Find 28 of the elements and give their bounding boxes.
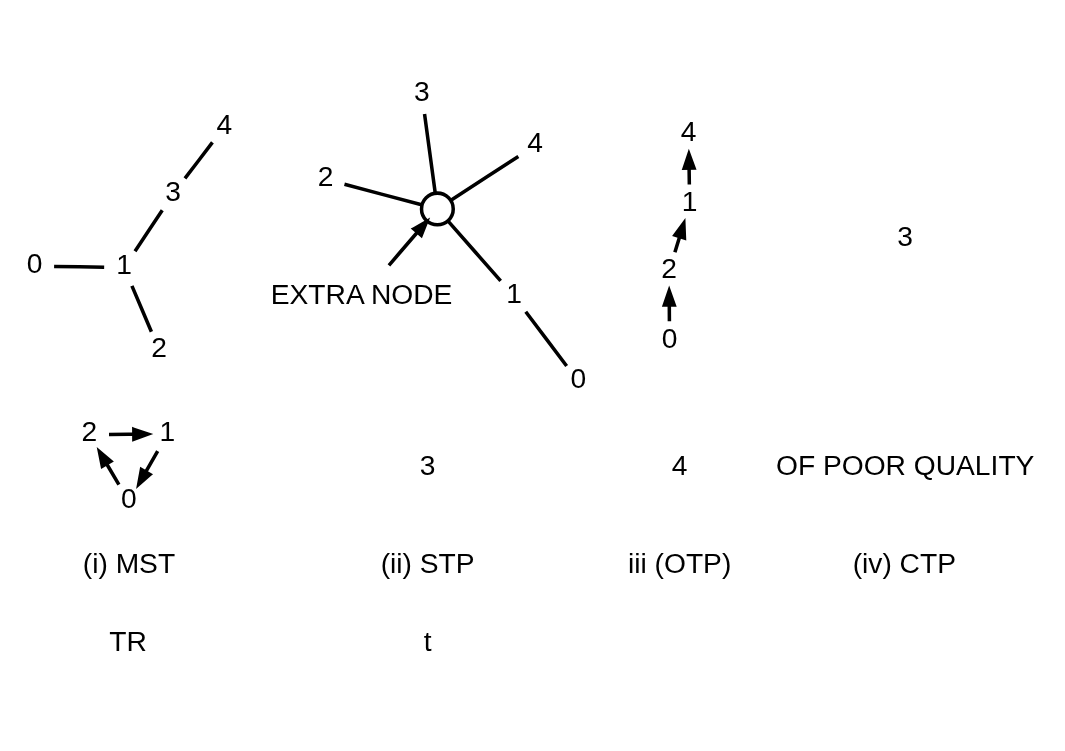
node-text: 4: [527, 126, 543, 159]
node-text: 4: [216, 107, 233, 140]
label: OF POOR QUALITY: [775, 448, 1035, 481]
node-text: 2: [81, 415, 98, 448]
node-text: 1: [159, 414, 176, 447]
label: t: [423, 624, 432, 657]
node-text: 0: [121, 482, 137, 515]
node-text: 2: [317, 159, 334, 192]
node-text: 3: [419, 448, 436, 481]
label: TR: [109, 624, 147, 657]
node-text: 4: [680, 115, 697, 148]
node-text: 3: [897, 219, 914, 252]
label: (i) MST: [82, 547, 176, 580]
node-text: 0: [26, 246, 43, 279]
node-text: 0: [570, 362, 587, 395]
node-text: 0: [661, 321, 678, 354]
node-text: 1: [506, 276, 522, 309]
label: iii (OTP): [627, 547, 732, 580]
node-text: 3: [414, 75, 430, 108]
node-text: 1: [116, 248, 132, 281]
node-text: EXTRA NODE: [270, 277, 453, 310]
node-text: 3: [165, 174, 181, 207]
node-text: 4: [671, 448, 688, 481]
label: (ii) STP: [380, 547, 475, 580]
node-text: 1: [681, 185, 698, 217]
node-text: 2: [661, 251, 677, 284]
node-text: 2: [151, 330, 167, 363]
label: (iv) CTP: [852, 547, 956, 580]
